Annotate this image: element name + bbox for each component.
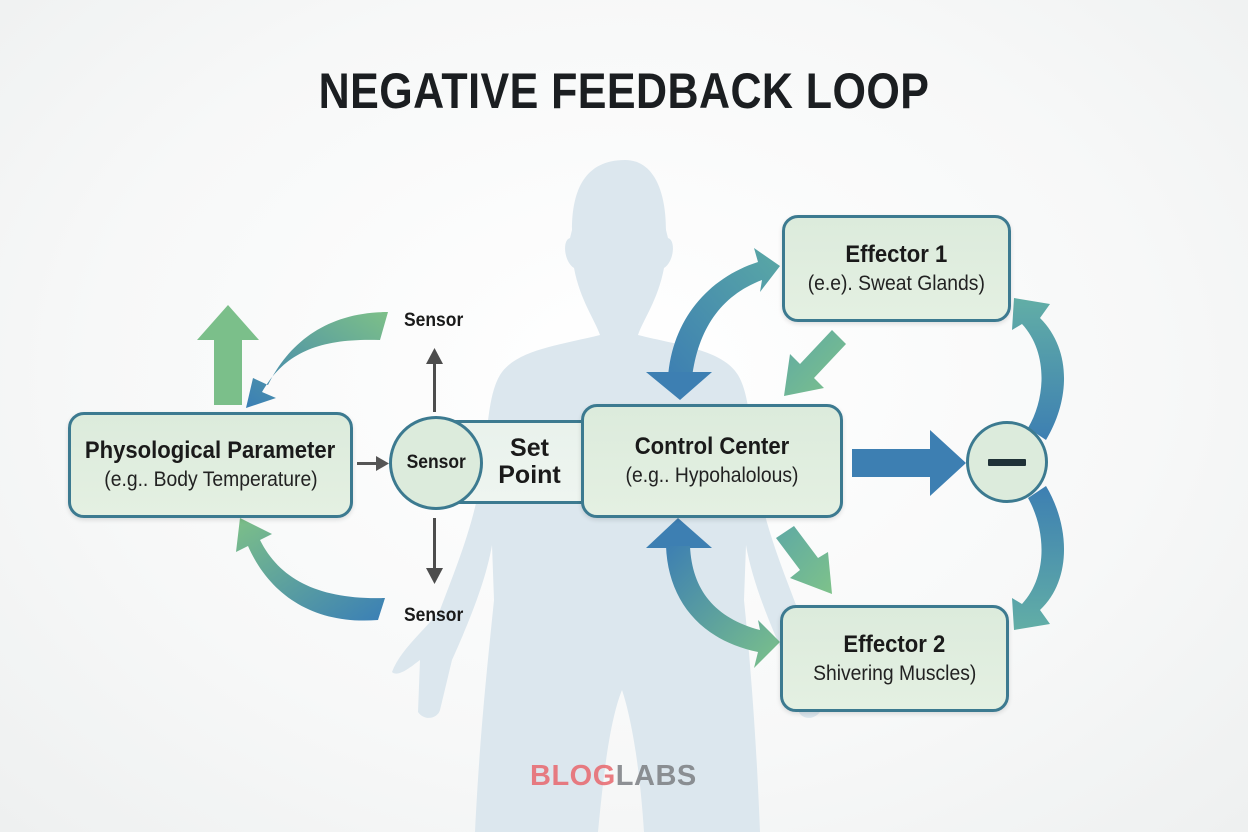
arrow-curved-to-parameter-bottom xyxy=(236,518,385,621)
watermark-part-2: LABS xyxy=(615,760,697,792)
arrow-control-effector1-curved xyxy=(646,248,780,400)
parameter-heading: Physological Parameter xyxy=(85,437,336,464)
arrow-parameter-to-sensor xyxy=(357,456,389,471)
set-point-label: Set Point xyxy=(498,434,561,489)
minus-icon xyxy=(988,458,1026,466)
watermark-part-1: BLOG xyxy=(530,760,616,792)
arrow-curved-to-parameter-top xyxy=(246,312,388,408)
arrow-control-effector2-curved xyxy=(646,518,780,668)
arrow-up-green xyxy=(197,305,259,405)
node-control-center: Control Center (e.g.. Hypohalolous) xyxy=(581,404,843,518)
parameter-example: (e.g.. Body Temperature) xyxy=(103,468,318,491)
sensor-label-top: Sensor xyxy=(404,310,464,331)
diagram-title: NEGATIVE FEEDBACK LOOP xyxy=(318,63,930,119)
arrow-effector1-to-control xyxy=(784,330,846,396)
effector2-example: Shivering Muscles) xyxy=(812,661,977,685)
effector1-heading: Effector 1 xyxy=(845,240,948,268)
node-negative xyxy=(966,421,1048,503)
arrow-sensor-down xyxy=(426,518,443,584)
sensor-label-bottom: Sensor xyxy=(404,605,464,626)
node-effector-1: Effector 1 (e.e). Sweat Glands) xyxy=(782,215,1011,322)
control-center-heading: Control Center xyxy=(634,433,790,460)
node-set-point: Set Point xyxy=(455,420,590,504)
arrow-control-to-negative xyxy=(852,430,966,496)
node-physiological-parameter: Physological Parameter (e.g.. Body Tempe… xyxy=(68,412,353,518)
control-center-example: (e.g.. Hypohalolous) xyxy=(625,464,799,487)
effector1-example: (e.e). Sweat Glands) xyxy=(807,271,986,295)
node-sensor: Sensor xyxy=(389,416,483,510)
arrow-sensor-up xyxy=(426,348,443,412)
watermark-logo: BLOGLABS xyxy=(530,760,697,793)
arrow-negative-to-effector1 xyxy=(1012,298,1065,440)
sensor-label: Sensor xyxy=(406,452,466,473)
node-effector-2: Effector 2 Shivering Muscles) xyxy=(780,605,1009,712)
arrow-negative-to-effector2 xyxy=(1012,486,1065,630)
effector2-heading: Effector 2 xyxy=(843,630,946,658)
arrow-control-to-effector2 xyxy=(776,526,832,594)
